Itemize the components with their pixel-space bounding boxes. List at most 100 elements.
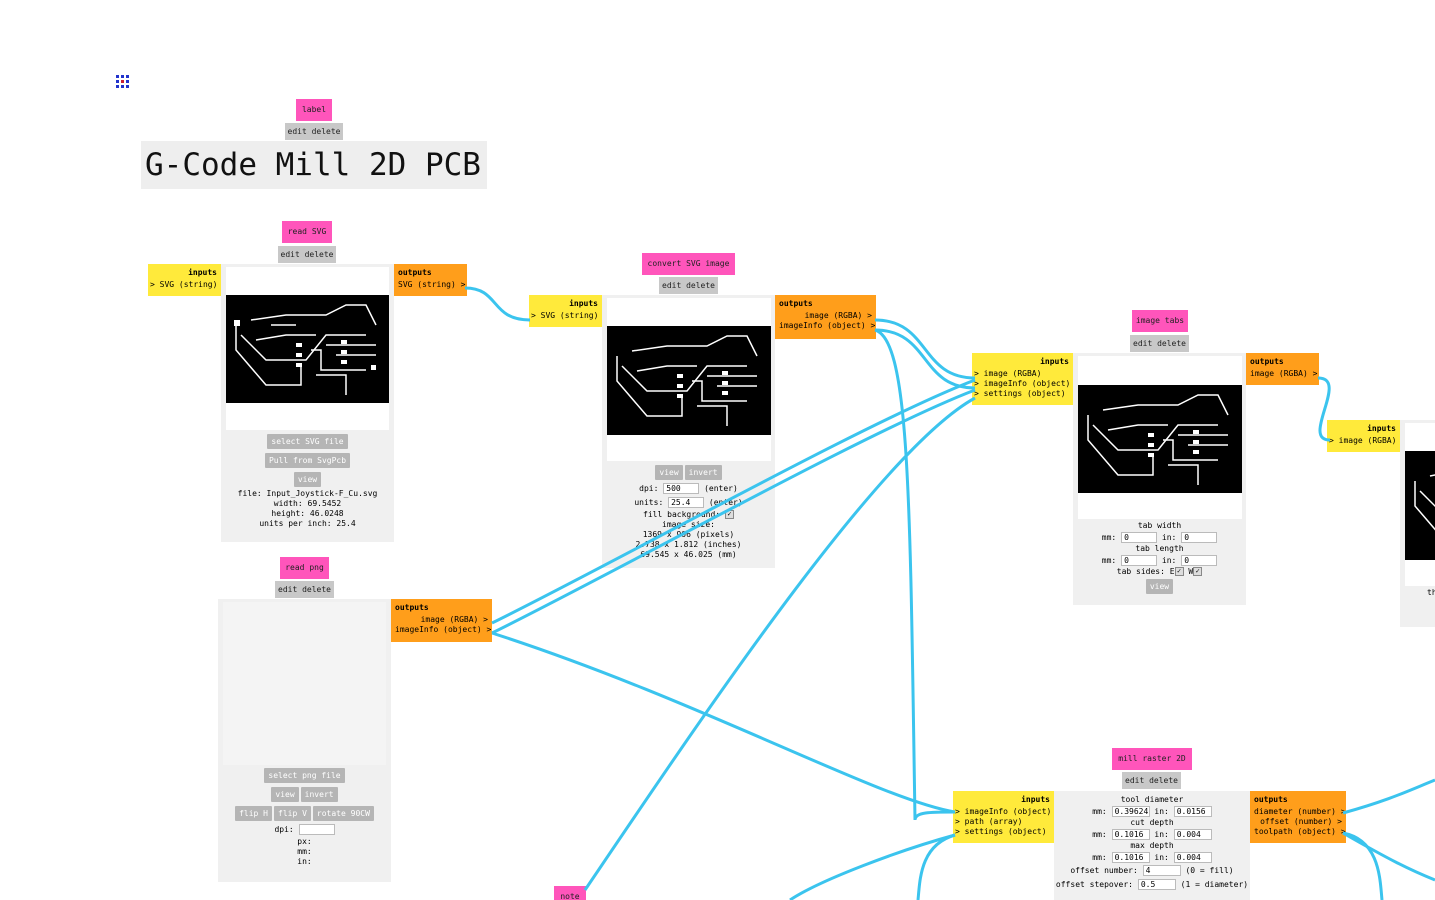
edit-delete-bar[interactable]: edit delete xyxy=(275,581,334,598)
in-label: in: xyxy=(1154,830,1169,839)
input-port-path[interactable]: > path (array) xyxy=(955,817,1023,826)
tool-diameter-in-input[interactable]: 0.0156 xyxy=(1173,806,1212,817)
grid-icon[interactable] xyxy=(116,75,129,88)
offset-number-hint: (0 = fill) xyxy=(1185,866,1234,875)
edit-delete-bar[interactable]: edit delete xyxy=(659,277,718,294)
view-button[interactable]: view xyxy=(271,787,299,802)
px-label: px: xyxy=(297,837,312,846)
tab-width-mm-input[interactable]: 0 xyxy=(1121,532,1158,543)
tool-diameter-mm-input[interactable]: 0.39624 xyxy=(1111,806,1150,817)
input-port-imageinfo[interactable]: > imageInfo (object) xyxy=(974,379,1071,388)
module-title[interactable]: read SVG xyxy=(282,221,332,243)
view-button[interactable]: view xyxy=(655,465,683,480)
units-input[interactable]: 25.4 xyxy=(668,497,705,508)
invert-button[interactable]: invert xyxy=(300,787,338,802)
inputs-panel: inputs > SVG (string) xyxy=(529,295,602,327)
output-port-toolpath[interactable]: toolpath (object) > xyxy=(1254,827,1346,836)
offset-stepover-hint: (1 = diameter) xyxy=(1180,880,1249,889)
in-label: in: xyxy=(1161,533,1177,542)
units-label: units: xyxy=(634,498,664,507)
tab-side-w-checkbox[interactable]: ✓ xyxy=(1193,567,1203,576)
select-svg-file-button[interactable]: select SVG file xyxy=(267,434,348,449)
view-button[interactable]: view xyxy=(293,472,322,487)
image-size-label: image size: xyxy=(662,520,715,529)
output-port-diameter[interactable]: diameter (number) > xyxy=(1254,807,1346,816)
module-title[interactable]: note xyxy=(554,886,586,900)
image-preview xyxy=(1405,423,1435,586)
pcb-image xyxy=(226,295,389,403)
dpi-label: dpi: xyxy=(639,484,659,493)
dpi-input[interactable] xyxy=(298,824,335,835)
units-value: units per inch: 25.4 xyxy=(259,519,356,528)
dpi-input[interactable]: 500 xyxy=(663,483,700,494)
module-body: th xyxy=(1400,420,1435,627)
module-title[interactable]: image tabs xyxy=(1132,310,1188,332)
wire-convert-info-to-tabs xyxy=(874,328,976,390)
size-mm: 69.545 x 46.025 (mm) xyxy=(640,550,737,559)
pull-from-svgpcb-button[interactable]: Pull from SvgPcb xyxy=(264,453,351,468)
max-depth-mm-input[interactable]: 0.1016 xyxy=(1111,852,1150,863)
flip-v-button[interactable]: flip V xyxy=(274,806,311,821)
tab-length-in-input[interactable]: 0 xyxy=(1181,555,1218,566)
in-label: in: xyxy=(1154,853,1169,862)
module-title[interactable]: convert SVG image xyxy=(642,253,735,275)
output-port-imageinfo[interactable]: imageInfo (object) > xyxy=(395,625,492,634)
output-port-image[interactable]: image (RGBA) > xyxy=(1250,369,1318,378)
input-port-svg[interactable]: > SVG (string) xyxy=(531,311,599,320)
output-port-svg[interactable]: SVG (string) > xyxy=(398,280,466,289)
invert-button[interactable]: invert xyxy=(684,465,722,480)
cut-depth-in-input[interactable]: 0.004 xyxy=(1173,829,1212,840)
module-title[interactable]: read png xyxy=(280,557,329,579)
edit-delete-bar[interactable]: edit delete xyxy=(285,123,343,140)
view-button[interactable]: view xyxy=(1145,579,1174,594)
height-value: height: 46.0248 xyxy=(271,509,344,518)
wire-note-to-tabs xyxy=(583,396,976,891)
cut-depth-mm-input[interactable]: 0.1016 xyxy=(1111,829,1150,840)
png-preview xyxy=(223,602,386,765)
rotate-button[interactable]: rotate 90CW xyxy=(312,806,374,821)
select-png-file-button[interactable]: select png file xyxy=(264,768,345,783)
tab-width-in-input[interactable]: 0 xyxy=(1181,532,1218,543)
dpi-enter-hint: (enter) xyxy=(704,484,738,493)
input-port-settings[interactable]: > settings (object) xyxy=(974,389,1066,398)
wire-mill-settings-in-2 xyxy=(916,833,956,900)
outputs-panel: outputs diameter (number) > offset (numb… xyxy=(1250,791,1346,843)
tab-length-mm-input[interactable]: 0 xyxy=(1121,555,1158,566)
module-title[interactable]: label xyxy=(296,99,332,121)
input-port-image[interactable]: > image (RGBA) xyxy=(974,369,1042,378)
inputs-panel: inputs > imageInfo (object) > path (arra… xyxy=(953,791,1054,843)
output-port-image[interactable]: image (RGBA) > xyxy=(804,311,872,320)
edit-delete-bar[interactable]: edit delete xyxy=(278,246,336,263)
output-port-image[interactable]: image (RGBA) > xyxy=(420,615,488,624)
offset-number-input[interactable]: 4 xyxy=(1142,865,1181,876)
in-label: in: xyxy=(297,857,312,866)
output-port-imageinfo[interactable]: imageInfo (object) > xyxy=(779,321,876,330)
output-port-offset[interactable]: offset (number) > xyxy=(1260,817,1342,826)
edit-delete-bar[interactable]: edit delete xyxy=(1122,772,1181,789)
tab-side-e-checkbox[interactable]: ✓ xyxy=(1174,567,1184,576)
in-label: in: xyxy=(1154,807,1169,816)
input-port-image[interactable]: > image (RGBA) xyxy=(1329,436,1397,445)
flip-h-button[interactable]: flip H xyxy=(235,806,272,821)
max-depth-in-input[interactable]: 0.004 xyxy=(1173,852,1212,863)
input-port-svg[interactable]: > SVG (string) xyxy=(150,280,218,289)
input-port-settings[interactable]: > settings (object) xyxy=(955,827,1047,836)
inputs-header: inputs xyxy=(569,299,598,308)
tab-side-w-label: W xyxy=(1188,567,1194,576)
wire-tabs-to-next xyxy=(1317,376,1331,442)
edit-delete-bar[interactable]: edit delete xyxy=(1130,335,1189,352)
input-port-imageinfo[interactable]: > imageInfo (object) xyxy=(955,807,1052,816)
offset-stepover-input[interactable]: 0.5 xyxy=(1137,879,1176,890)
outputs-panel: outputs SVG (string) > xyxy=(394,264,467,296)
tab-length-label: tab length xyxy=(1135,544,1184,553)
wire-svg-to-convert xyxy=(464,286,531,322)
wire-convert-image-to-tabs xyxy=(874,318,976,380)
outputs-header: outputs xyxy=(1250,357,1284,366)
inputs-panel: inputs > image (RGBA) xyxy=(1327,420,1400,452)
tab-width-label: tab width xyxy=(1137,521,1182,530)
module-title[interactable]: mill raster 2D xyxy=(1112,748,1192,770)
width-value: width: 69.5452 xyxy=(273,499,342,508)
fill-background-label: fill background: xyxy=(643,510,721,519)
